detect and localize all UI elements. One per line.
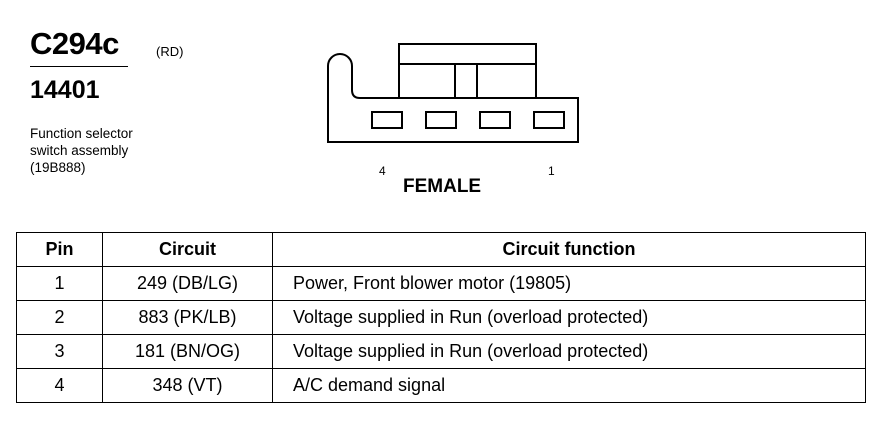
circuit-cell: 883 (PK/LB) — [102, 300, 273, 335]
function-cell: Voltage supplied in Run (overload protec… — [272, 334, 866, 369]
pin-label-left: 4 — [379, 164, 386, 178]
connector-outline — [327, 53, 579, 143]
pin-cell: 3 — [16, 334, 103, 369]
header-pin: Pin — [16, 232, 103, 267]
circuit-cell: 181 (BN/OG) — [102, 334, 273, 369]
table-row: 1 249 (DB/LG) Power, Front blower motor … — [16, 266, 866, 301]
header-circuit: Circuit — [102, 232, 273, 267]
pin-cavity — [533, 111, 565, 129]
circuit-cell: 249 (DB/LG) — [102, 266, 273, 301]
connector-latch-outer — [398, 43, 537, 99]
function-cell: Voltage supplied in Run (overload protec… — [272, 300, 866, 335]
pin-cavity — [371, 111, 403, 129]
pin-cell: 4 — [16, 368, 103, 403]
color-code: (RD) — [156, 44, 184, 59]
connector-id: C294c — [30, 26, 119, 61]
part-number: 14401 — [30, 76, 100, 104]
pin-cell: 1 — [16, 266, 103, 301]
circuit-cell: 348 (VT) — [102, 368, 273, 403]
table-row: 4 348 (VT) A/C demand signal — [16, 368, 866, 403]
header-circuit-function: Circuit function — [272, 232, 866, 267]
pin-cavity — [479, 111, 511, 129]
title-rule — [30, 66, 128, 67]
table-header-row: Pin Circuit Circuit function — [16, 232, 866, 267]
pin-label-right: 1 — [548, 164, 555, 178]
pin-cavity — [425, 111, 457, 129]
function-cell: Power, Front blower motor (19805) — [272, 266, 866, 301]
description-line-3: (19B888) — [30, 160, 86, 175]
connector-latch-center — [454, 63, 478, 99]
table-row: 3 181 (BN/OG) Voltage supplied in Run (o… — [16, 334, 866, 369]
pinout-table: Pin Circuit Circuit function 1 249 (DB/L… — [16, 232, 866, 403]
description-line-1: Function selector — [30, 126, 133, 141]
pin-cell: 2 — [16, 300, 103, 335]
table-row: 2 883 (PK/LB) Voltage supplied in Run (o… — [16, 300, 866, 335]
function-cell: A/C demand signal — [272, 368, 866, 403]
description-line-2: switch assembly — [30, 143, 129, 158]
gender-label: FEMALE — [403, 176, 482, 197]
